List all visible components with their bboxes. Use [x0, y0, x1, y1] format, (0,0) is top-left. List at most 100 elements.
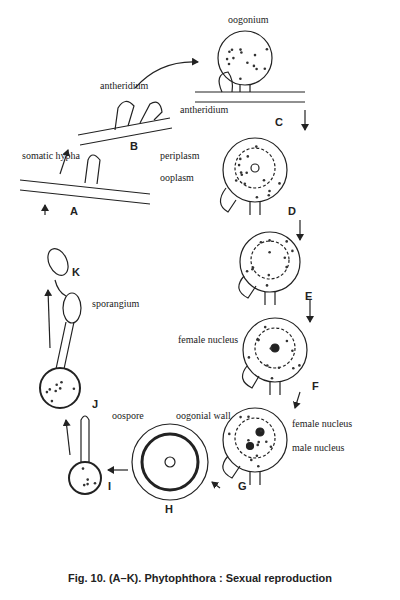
granule: [284, 256, 287, 259]
oogonium-stalk: [240, 85, 250, 92]
granule: [252, 266, 255, 269]
granule: [54, 390, 57, 393]
ooplasm: [251, 241, 289, 279]
granule: [265, 440, 268, 443]
granule: [266, 48, 269, 51]
granule: [268, 239, 271, 242]
oogonium-stalk: [270, 382, 280, 395]
granule: [270, 347, 273, 350]
stage-letter: D: [288, 205, 296, 217]
granule: [94, 482, 97, 485]
oogonium-initial: [140, 102, 162, 123]
antheridium-branch: [115, 101, 134, 130]
granule: [257, 339, 260, 342]
hypha-branch: [85, 155, 100, 184]
figure-caption: Fig. 10. (A–K). Phytophthora : Sexual re…: [0, 572, 400, 584]
oogonium-stalk: [250, 202, 260, 215]
granule: [268, 190, 271, 193]
granule: [271, 377, 274, 380]
antheridium: [219, 72, 232, 92]
ooplasm: [255, 328, 295, 368]
granule: [292, 367, 295, 370]
granule: [246, 270, 249, 273]
stage-letter: K: [72, 266, 80, 278]
cycle-arrow: [66, 420, 70, 455]
granule: [231, 49, 234, 52]
granule: [250, 459, 253, 462]
granule: [247, 155, 250, 158]
granule: [268, 274, 271, 277]
granule: [245, 171, 248, 174]
granule: [49, 388, 52, 391]
granule: [228, 51, 231, 54]
granule: [278, 182, 281, 185]
granule: [257, 338, 260, 341]
part-label: somatic hypha: [22, 150, 80, 162]
oospore: [40, 368, 80, 408]
granule: [253, 65, 256, 68]
drawing: [20, 31, 307, 500]
granule: [264, 67, 267, 70]
granule: [291, 250, 294, 253]
part-label: oogonium: [228, 14, 269, 26]
germ-tube: [56, 322, 74, 369]
stalk: [55, 280, 66, 296]
granule: [266, 364, 269, 367]
granule: [232, 57, 235, 60]
cytoplasm-granules: [46, 48, 301, 487]
granule: [255, 68, 258, 71]
cycle-arrow: [44, 205, 45, 215]
part-label: antheridium: [180, 104, 228, 116]
granule: [59, 387, 62, 390]
granule: [51, 400, 54, 403]
stage-letter: F: [312, 380, 319, 392]
granule: [240, 51, 243, 54]
hypha: [78, 118, 172, 145]
cycle-arrow: [304, 110, 305, 130]
granule: [247, 415, 250, 418]
granule: [60, 381, 63, 384]
granule: [268, 251, 271, 254]
stage-letter: B: [130, 140, 138, 152]
granule: [255, 145, 258, 148]
granule: [235, 179, 238, 182]
stage-letter: A: [70, 205, 78, 217]
granule: [257, 465, 260, 468]
oogonium: [218, 31, 272, 85]
sporangium: [44, 246, 72, 279]
granule: [82, 467, 85, 470]
stage-letter: J: [92, 398, 98, 410]
part-label: female nucleus: [292, 418, 352, 430]
granule: [286, 340, 289, 343]
granule: [246, 62, 249, 65]
part-label: oospore: [112, 410, 144, 422]
germ-tube: [81, 416, 89, 463]
granule: [298, 364, 301, 367]
granule: [263, 179, 266, 182]
granule: [264, 326, 267, 329]
stage-letter: E: [305, 290, 312, 302]
female-nucleus: [256, 428, 264, 436]
granule: [86, 478, 89, 481]
part-label: female nucleus: [178, 334, 238, 346]
stage-letter: G: [238, 480, 247, 492]
granule: [260, 430, 263, 433]
hypha: [195, 92, 305, 102]
part-label: periplasm: [160, 150, 199, 162]
granule: [55, 383, 58, 386]
granule: [240, 171, 243, 174]
cycle-arrow: [108, 469, 128, 470]
granule: [248, 356, 251, 359]
sporangium: [63, 293, 81, 323]
oogonium: [223, 408, 287, 472]
granule: [83, 484, 86, 487]
nucleus: [251, 164, 259, 172]
granule: [256, 454, 259, 457]
cycle-arrow: [299, 220, 300, 240]
part-label: ooplasm: [160, 172, 194, 184]
oogonium: [223, 138, 287, 202]
granule: [46, 391, 49, 394]
granule: [226, 58, 229, 61]
granule: [73, 387, 76, 390]
